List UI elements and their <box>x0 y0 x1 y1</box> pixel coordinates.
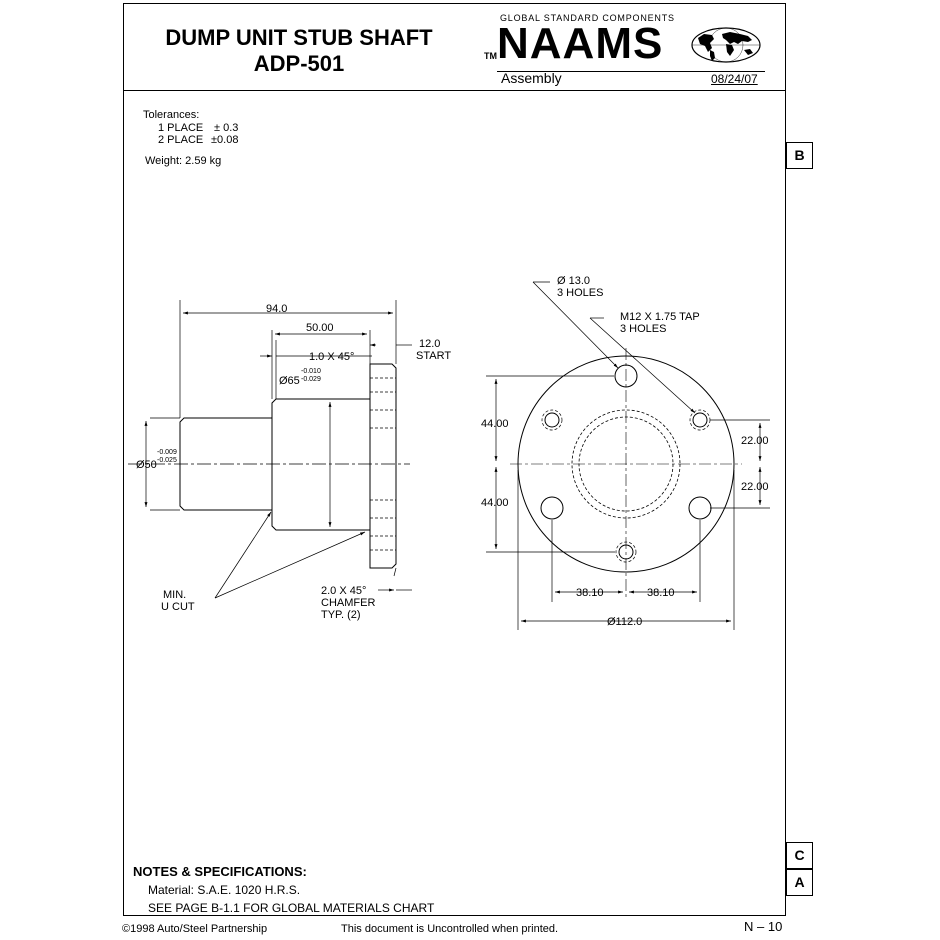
chamfer-label-line2: CHAMFER <box>321 597 375 609</box>
tap-callout-line2: 3 HOLES <box>620 323 666 335</box>
end-view-flange <box>510 348 742 600</box>
tapped-holes <box>541 409 711 563</box>
dim-outer-diameter: Ø112.0 <box>607 616 642 628</box>
globe-icon <box>690 26 762 69</box>
dim-body-tol-upper: -0.010 <box>301 368 321 375</box>
side-view-dimensions <box>144 300 412 599</box>
dim-body-length: 50.00 <box>306 322 334 334</box>
dim-body-diameter: Ø65 <box>279 375 300 387</box>
dim-lower-right: 22.00 <box>741 481 769 493</box>
copyright: ©1998 Auto/Steel Partnership <box>122 923 268 935</box>
brand-rule <box>497 71 765 72</box>
header-divider <box>123 90 786 91</box>
holes-callout-line1: Ø 13.0 <box>557 275 590 287</box>
brand-logo-text: NAAMS <box>497 19 664 68</box>
dim-stub-tol-lower: -0.025 <box>157 457 177 464</box>
tolerance-two-place-value: ±0.08 <box>211 134 239 146</box>
dim-stub-tol-upper: -0.009 <box>157 449 177 456</box>
dim-flange-start: START <box>416 350 451 362</box>
side-view-shaft <box>128 363 410 569</box>
dim-body-chamfer: 1.0 X 45° <box>309 351 354 363</box>
material-spec: Material: S.A.E. 1020 H.R.S. <box>148 883 301 897</box>
uncontrolled-disclaimer: This document is Uncontrolled when print… <box>341 923 559 935</box>
dim-flange-thickness: 12.0 <box>419 338 440 350</box>
dim-overall-length: 94.0 <box>266 303 287 315</box>
tolerances-heading: Tolerances: <box>143 109 200 121</box>
document-type: Assembly <box>501 70 562 86</box>
trademark-mark: TM <box>484 51 497 61</box>
title-line-1: DUMP UNIT STUB SHAFT <box>165 25 433 50</box>
dim-upper-right: 22.00 <box>741 435 769 447</box>
tab-c: C <box>786 842 813 869</box>
dim-stub-diameter: Ø50 <box>136 459 157 471</box>
tap-callout-line1: M12 X 1.75 TAP <box>620 311 700 323</box>
chamfer-label-line3: TYP. (2) <box>321 609 361 621</box>
ucut-label-line2: U CUT <box>161 601 195 613</box>
part-weight: Weight: 2.59 kg <box>145 155 222 167</box>
notes-heading: NOTES & SPECIFICATIONS: <box>133 864 307 879</box>
tolerance-one-place-label: 1 PLACE <box>158 122 204 134</box>
holes-callout-line2: 3 HOLES <box>557 287 603 299</box>
ucut-label-line1: MIN. <box>163 589 186 601</box>
tab-b: B <box>786 142 813 169</box>
dim-bottom-right: 38.10 <box>647 587 675 599</box>
drawing-sheet-border <box>123 3 786 916</box>
dim-bottom-left: 38.10 <box>576 587 604 599</box>
page-title: DUMP UNIT STUB SHAFT ADP-501 <box>140 25 458 77</box>
chamfer-label-line1: 2.0 X 45° <box>321 585 366 597</box>
tolerance-two-place-label: 2 PLACE <box>158 134 204 146</box>
tolerance-one-place-value: ± 0.3 <box>214 122 239 134</box>
dim-upper-left: 44.00 <box>481 418 509 430</box>
brand-tagline: GLOBAL STANDARD COMPONENTS <box>500 13 675 23</box>
part-number: ADP-501 <box>253 51 345 76</box>
end-view-dimensions <box>486 281 770 630</box>
page-number: N – 10 <box>744 919 783 934</box>
dim-body-tol-lower: -0.029 <box>301 376 321 383</box>
revision-date: 08/24/07 <box>711 72 758 86</box>
dim-lower-left: 44.00 <box>481 497 509 509</box>
materials-chart-reference: SEE PAGE B-1.1 FOR GLOBAL MATERIALS CHAR… <box>148 901 435 915</box>
tab-a: A <box>786 869 813 896</box>
